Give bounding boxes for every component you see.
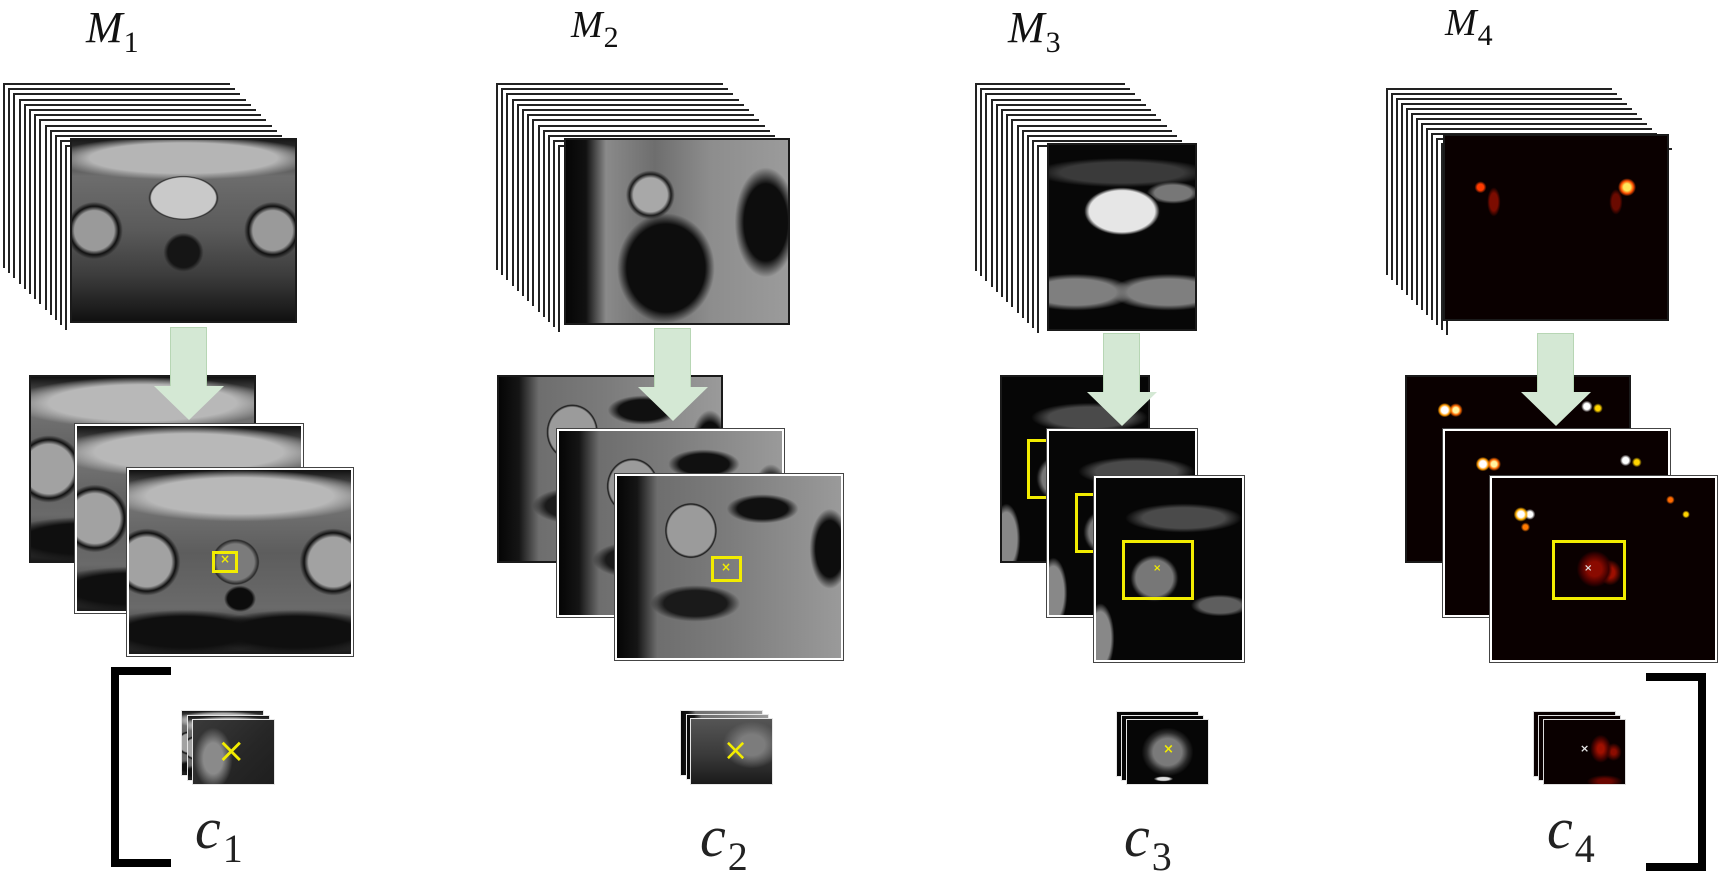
volume-front-slice-m4 [1443, 134, 1669, 321]
title-sub: 2 [603, 21, 619, 54]
volume-front-slice-m2 [564, 138, 790, 325]
lesion-marker-icon: × [1163, 742, 1174, 757]
crop-label-sub: 2 [727, 834, 748, 879]
roi-box [1122, 540, 1194, 600]
crop-front-c2: × [690, 718, 773, 785]
title-base: M [1008, 3, 1045, 52]
down-arrow-icon-m3 [1087, 333, 1159, 426]
crop-label-base: c [1124, 804, 1150, 869]
lesion-marker-icon: × [1153, 563, 1162, 574]
volume-front-slice-m1 [70, 138, 297, 323]
right-bracket-icon [1646, 673, 1706, 871]
crop-label-c4: c4 [1547, 800, 1595, 869]
crop-label-c3: c3 [1124, 808, 1172, 877]
crop-front-c3: × [1126, 719, 1209, 785]
crop-label-base: c [700, 804, 726, 869]
lesion-marker-icon: × [217, 731, 246, 771]
slice-front-m1: × [126, 467, 354, 657]
lesion-marker-icon: × [1584, 563, 1593, 574]
title-sub: 3 [1045, 26, 1061, 59]
crop-label-base: c [1547, 796, 1573, 861]
lesion-marker-icon: × [723, 733, 749, 768]
roi-box [711, 556, 742, 582]
crop-label-c1: c1 [195, 800, 243, 869]
crop-label-base: c [195, 796, 221, 861]
slice-front-m3: × [1093, 475, 1245, 663]
title-base: M [571, 4, 603, 46]
slice-front-m2: × [614, 473, 844, 661]
title-base: M [1445, 2, 1477, 44]
volume-front-slice-m3 [1047, 143, 1197, 331]
title-sub: 1 [123, 26, 139, 59]
roi-box [212, 551, 238, 573]
lesion-marker-icon: × [721, 560, 732, 574]
column-title-m4: M4 [1445, 2, 1493, 51]
left-bracket-icon [111, 667, 171, 867]
column-title-m3: M3 [1008, 3, 1061, 58]
column-title-m1: M1 [86, 3, 139, 58]
crop-front-c1: × [192, 719, 275, 785]
title-sub: 4 [1477, 19, 1493, 52]
slice-front-m4: × [1489, 475, 1718, 663]
lesion-marker-icon: × [220, 552, 231, 566]
down-arrow-icon-m4 [1521, 333, 1593, 426]
down-arrow-icon-m2 [638, 328, 710, 421]
crop-label-sub: 1 [222, 826, 243, 871]
crop-front-c4: × [1543, 719, 1626, 785]
crop-label-sub: 3 [1151, 834, 1172, 879]
column-title-m2: M2 [571, 4, 619, 53]
title-base: M [86, 3, 123, 52]
down-arrow-icon-m1 [154, 327, 226, 420]
crop-label-sub: 4 [1574, 826, 1595, 871]
roi-box [1552, 540, 1626, 600]
crop-label-c2: c2 [700, 808, 748, 877]
lesion-marker-icon: × [1580, 742, 1590, 755]
